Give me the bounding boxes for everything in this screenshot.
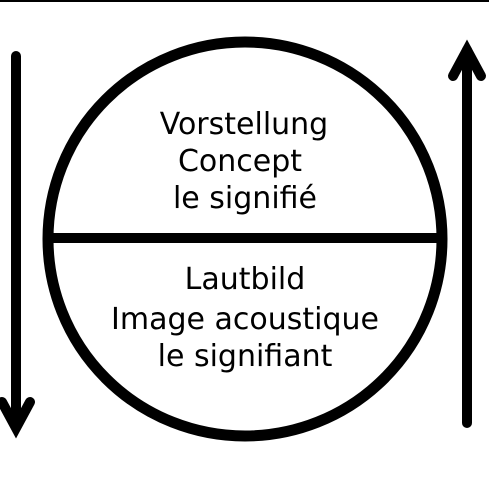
sound-image-german-label: Lautbild <box>185 262 306 297</box>
right-up-arrow-icon <box>448 39 486 428</box>
sound-image-french-label: Image acoustique <box>111 302 379 337</box>
concept-german-label: Vorstellung <box>160 107 328 142</box>
concept-english-label: Concept <box>178 144 302 179</box>
signifier-french-label: le signifiant <box>158 339 333 374</box>
left-down-arrow-icon <box>0 51 35 439</box>
signified-french-label: le signifié <box>173 181 317 216</box>
sign-circle <box>42 36 448 442</box>
